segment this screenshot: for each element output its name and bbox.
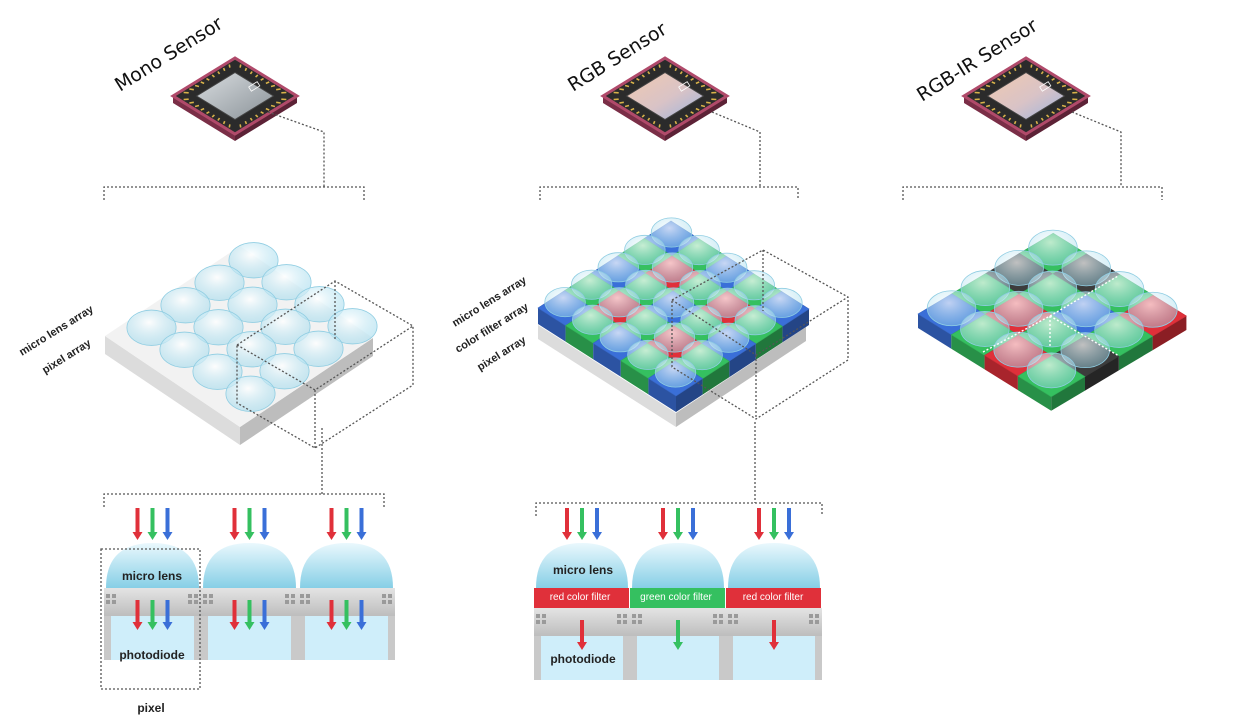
micro-lens xyxy=(544,287,586,318)
micro-lens xyxy=(226,331,277,368)
micro-lens xyxy=(192,353,243,390)
micro-lens xyxy=(654,357,697,388)
micro-lens-array xyxy=(926,229,1178,389)
micro-lens xyxy=(300,543,393,588)
micro-lens xyxy=(1128,291,1178,328)
micro-lens-array xyxy=(544,217,803,388)
color-filter xyxy=(630,588,725,608)
micro-lens xyxy=(679,270,721,301)
micro-lens xyxy=(260,308,311,345)
micro-lens xyxy=(1028,229,1078,266)
micro-lens xyxy=(993,331,1043,368)
micro-lens xyxy=(680,305,722,336)
micro-lens xyxy=(681,340,723,371)
rgb-arrow-triplet-icon xyxy=(326,508,367,540)
micro-lens xyxy=(652,287,695,318)
micro-lens xyxy=(734,305,776,336)
red-filter-label: red color filter xyxy=(550,592,611,603)
photodiode-label: photodiode xyxy=(550,652,616,666)
micro-lens xyxy=(1094,312,1144,348)
micro-lens xyxy=(193,309,244,346)
micro-lens xyxy=(627,339,669,370)
rgb-arrow-triplet-icon xyxy=(132,600,173,630)
micro-lens xyxy=(225,375,276,412)
pixel-label: pixel xyxy=(137,701,164,715)
micro-lens xyxy=(993,290,1044,327)
micro-lens xyxy=(626,304,668,335)
micro-lens xyxy=(624,234,666,265)
micro-lens xyxy=(203,543,296,588)
micro-lens xyxy=(572,304,614,335)
color-filter xyxy=(726,588,821,608)
mono-sensor-array xyxy=(105,242,414,449)
micro-lens xyxy=(293,330,344,367)
micro-lens xyxy=(733,270,775,301)
micro-lens xyxy=(597,252,639,283)
rgb-sensor-array xyxy=(537,217,849,427)
rgb-cross-section xyxy=(534,508,822,680)
micro-lens xyxy=(536,543,628,588)
rgb-arrow-triplet-icon xyxy=(229,508,270,540)
micro-lens xyxy=(653,322,696,353)
micro-lens xyxy=(706,252,748,283)
green-filter-label: green color filter xyxy=(640,592,712,603)
micro-lens-label: micro lens xyxy=(553,563,613,577)
sensor-chip-icon xyxy=(600,56,730,141)
micro-lens xyxy=(1027,270,1078,307)
micro-lens xyxy=(160,287,211,324)
micro-lens xyxy=(926,290,977,327)
rgb-arrow-triplet-icon xyxy=(132,508,173,540)
micro-lens xyxy=(327,308,378,345)
micro-lens xyxy=(994,249,1044,286)
micro-lens xyxy=(228,242,279,279)
rgb-arrow-triplet-icon xyxy=(754,508,794,540)
micro-lens xyxy=(126,309,177,346)
rgb-arrow-triplet-icon xyxy=(658,508,698,540)
micro-lens xyxy=(598,287,640,318)
sensor-chip-icon xyxy=(170,56,300,141)
micro-lens xyxy=(1061,250,1111,287)
micro-lens xyxy=(106,543,199,588)
micro-lens xyxy=(728,543,820,588)
sensor-chip-icon xyxy=(961,56,1091,141)
layer-label: micro lens array xyxy=(450,274,529,330)
micro-lens-label: micro lens xyxy=(122,569,182,583)
micro-lens xyxy=(571,269,613,300)
rgbir-sensor-array xyxy=(917,229,1187,411)
photodiode-label: photodiode xyxy=(119,648,185,662)
micro-lens xyxy=(678,235,720,266)
micro-lens xyxy=(707,287,749,318)
micro-lens xyxy=(960,311,1010,347)
micro-lens xyxy=(261,264,312,301)
rgb-arrow-triplet-icon xyxy=(229,600,270,630)
micro-lens xyxy=(194,264,245,301)
rgb-arrow-triplet-icon xyxy=(562,508,602,540)
mono-cross-section xyxy=(100,508,395,690)
micro-lens xyxy=(227,286,278,323)
rgb-arrow-triplet-icon xyxy=(326,600,367,630)
micro-lens xyxy=(599,322,641,353)
micro-lens xyxy=(632,543,724,588)
connector-lines xyxy=(103,111,1163,516)
red-filter-label: red color filter xyxy=(743,592,804,603)
pixel-outline xyxy=(100,548,201,690)
micro-lens xyxy=(650,217,693,248)
micro-lens xyxy=(651,252,694,283)
color-filter xyxy=(534,588,629,608)
micro-lens xyxy=(159,331,210,368)
micro-lens xyxy=(761,287,803,318)
micro-lens xyxy=(1026,352,1077,389)
micro-lens xyxy=(625,269,667,300)
micro-lens xyxy=(294,286,345,323)
micro-lens xyxy=(960,270,1011,306)
